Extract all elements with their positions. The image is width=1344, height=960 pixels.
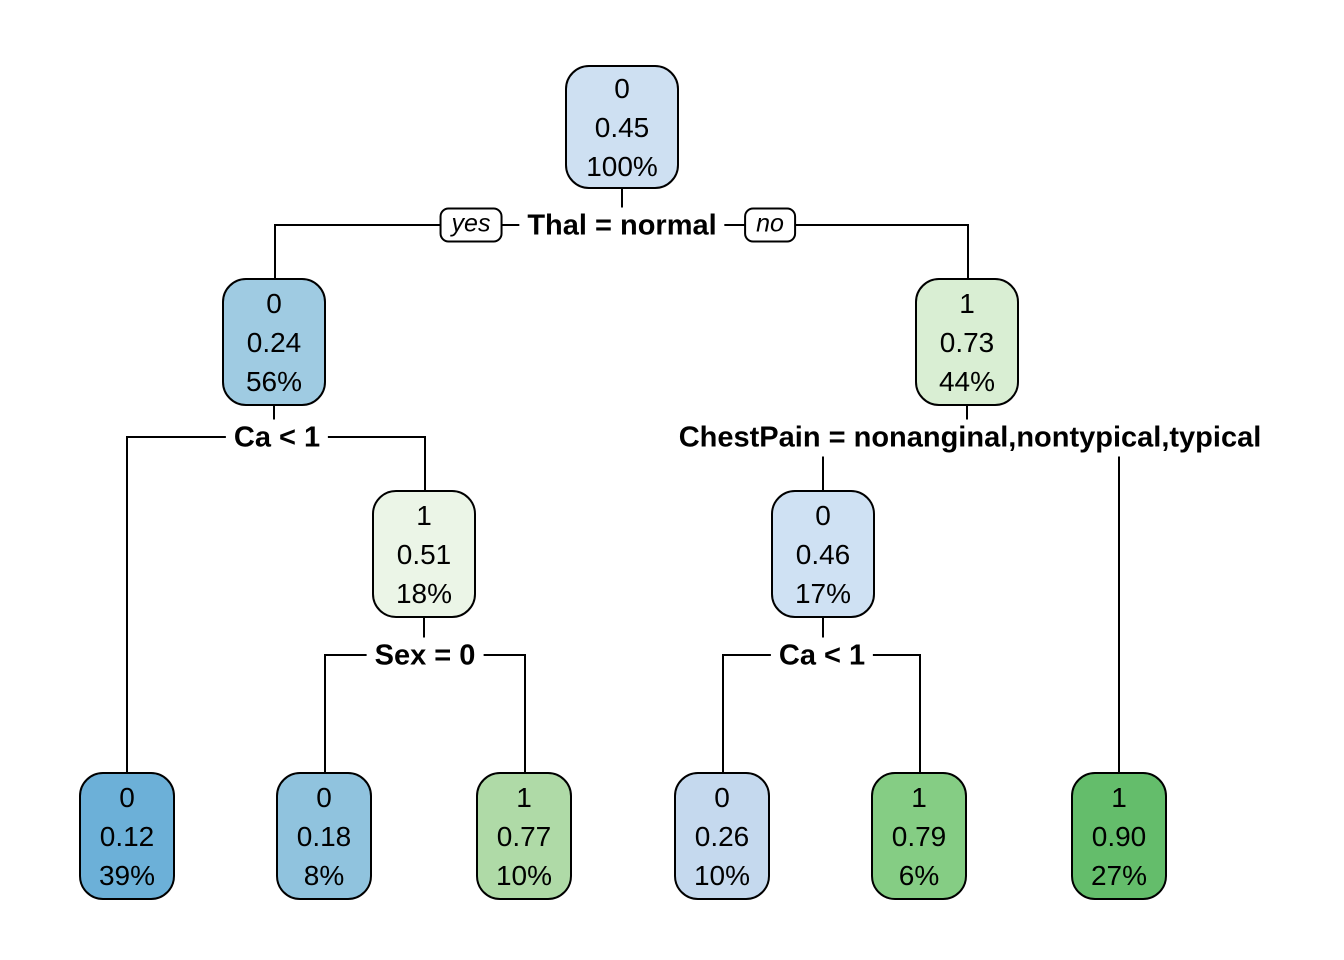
branch-line [423,618,425,656]
node-prob-line: 0.90 [1091,820,1147,852]
node-pct-line: 8% [303,859,345,891]
node-class-line: 0 [714,781,730,813]
node-class-line: 0 [614,72,630,104]
node-class-line: 1 [416,499,432,531]
branch-line [524,654,526,772]
node-pct-line: 6% [898,859,940,891]
node-prob-line: 0.79 [891,820,947,852]
branch-line [822,618,824,656]
branch-line [1118,436,1120,772]
node-class-line: 0 [119,781,135,813]
tree-node-root: 0 0.45 100% [565,65,679,189]
node-class-line: 0 [316,781,332,813]
tree-node-thal-no: 1 0.73 44% [915,278,1019,406]
node-prob-line: 0.18 [296,820,352,852]
tree-node-chestpain-yes: 0 0.46 17% [771,490,875,618]
branch-line [126,436,128,772]
split-label-chestpain: ChestPain = nonanginal,nontypical,typica… [670,419,1270,457]
node-prob-line: 0.45 [594,111,650,143]
node-prob-line: 0.12 [99,820,155,852]
node-class-line: 0 [815,499,831,531]
branch-line [722,654,724,772]
node-class-line: 1 [959,287,975,319]
node-pct-line: 10% [693,859,751,891]
tree-node-ca1-no: 1 0.51 18% [372,490,476,618]
no-badge: no [744,207,796,243]
node-class-line: 1 [516,781,532,813]
tree-leaf-5: 1 0.79 6% [871,772,967,900]
split-label-ca-lt-1-b: Ca < 1 [770,637,874,675]
node-pct-line: 44% [938,365,996,397]
branch-line [324,654,326,772]
node-class-line: 1 [1111,781,1127,813]
split-label-sex-0: Sex = 0 [366,637,484,675]
yes-badge: yes [439,207,503,243]
node-prob-line: 0.46 [795,538,851,570]
branch-line [621,187,623,227]
node-prob-line: 0.77 [496,820,552,852]
branch-line [967,224,969,278]
node-pct-line: 39% [98,859,156,891]
branch-line [424,436,426,490]
tree-leaf-6: 1 0.90 27% [1071,772,1167,900]
split-label-ca-lt-1: Ca < 1 [225,419,329,457]
node-pct-line: 18% [395,577,453,609]
tree-leaf-1: 0 0.12 39% [79,772,175,900]
node-pct-line: 27% [1090,859,1148,891]
node-pct-line: 17% [794,577,852,609]
node-prob-line: 0.24 [246,326,302,358]
branch-line [274,224,276,278]
branch-line [822,436,824,490]
branch-line [919,654,921,772]
node-pct-line: 10% [495,859,553,891]
node-prob-line: 0.73 [939,326,995,358]
tree-leaf-4: 0 0.26 10% [674,772,770,900]
node-pct-line: 56% [245,365,303,397]
split-label-thal-normal: Thal = normal [519,207,725,245]
tree-leaf-2: 0 0.18 8% [276,772,372,900]
node-pct-line: 100% [586,150,658,182]
tree-leaf-3: 1 0.77 10% [476,772,572,900]
node-class-line: 0 [266,287,282,319]
node-prob-line: 0.51 [396,538,452,570]
node-class-line: 1 [911,781,927,813]
tree-node-thal-yes: 0 0.24 56% [222,278,326,406]
node-prob-line: 0.26 [694,820,750,852]
